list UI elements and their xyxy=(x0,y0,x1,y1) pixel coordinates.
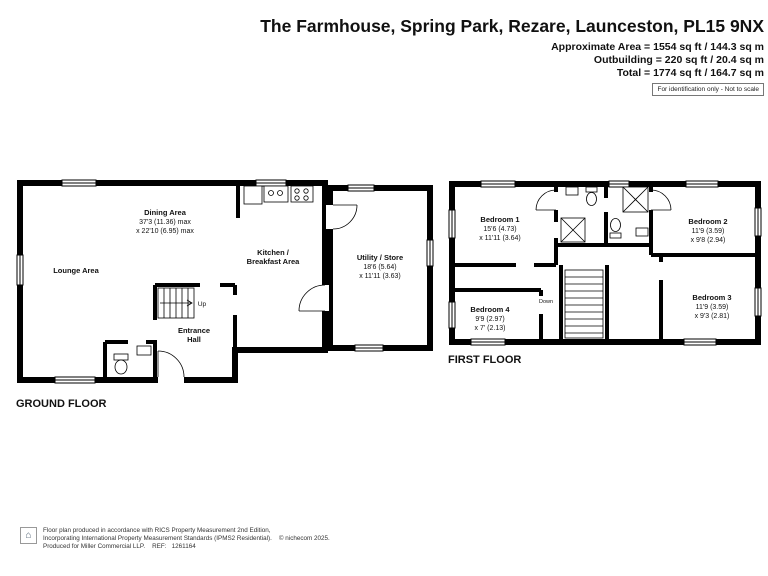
bedroom3-label: Bedroom 3 xyxy=(692,293,731,302)
first-floor-walls xyxy=(449,181,761,345)
stairs-down-label: Down xyxy=(539,299,553,305)
first-floor-labels: Bedroom 1 15'6 (4.73) x 11'11 (3.64) Bed… xyxy=(470,215,731,332)
door-swing-icon xyxy=(535,189,672,211)
footer-line1: Floor plan produced in accordance with R… xyxy=(43,527,271,534)
bedroom4-dims: x 7' (2.13) xyxy=(475,325,506,332)
identification-disclaimer: For identification only - Not to scale xyxy=(652,83,764,96)
utility-store-dims: x 11'11 (3.63) xyxy=(359,273,401,280)
outbuilding-area: Outbuilding = 220 sq ft / 20.4 sq m xyxy=(593,54,764,66)
entrance-hall-label: Entrance xyxy=(178,326,210,335)
ground-floor-title: GROUND FLOOR xyxy=(16,398,107,410)
bedroom1-dims: x 11'11 (3.64) xyxy=(479,235,521,242)
lounge-area-label: Lounge Area xyxy=(53,266,99,275)
door-swing-icon xyxy=(157,204,358,378)
door-icon xyxy=(516,192,664,314)
bedroom3-dims: x 9'3 (2.81) xyxy=(695,313,730,320)
total-area: Total = 1774 sq ft / 164.7 sq m xyxy=(616,67,764,79)
footer-line2: Incorporating International Property Mea… xyxy=(43,535,330,542)
hob-icon xyxy=(290,185,314,203)
ground-floor-labels: Dining Area 37'3 (11.36) max x 22'10 (6.… xyxy=(53,208,403,344)
sink-icon xyxy=(263,185,289,203)
footer-text: Floor plan produced in accordance with R… xyxy=(43,527,330,551)
door-icon xyxy=(128,205,334,384)
bedroom3-dims: 11'9 (3.59) xyxy=(696,304,729,311)
nichecom-logo-icon: ⌂ xyxy=(20,527,37,544)
dining-area-label: Dining Area xyxy=(144,208,187,217)
toilet-icon xyxy=(585,186,622,239)
ground-floor-plan: Dining Area 37'3 (11.36) max x 22'10 (6.… xyxy=(16,179,434,384)
basin-icon xyxy=(635,227,649,237)
bedroom2-label: Bedroom 2 xyxy=(688,217,727,226)
approximate-area: Approximate Area = 1554 sq ft / 144.3 sq… xyxy=(551,41,764,53)
ground-floor-openings xyxy=(16,179,434,384)
toilet-icon xyxy=(114,359,128,375)
basin-icon xyxy=(136,345,152,356)
utility-store-dims: 18'6 (5.64) xyxy=(363,264,396,271)
kitchen-label: Kitchen / xyxy=(257,248,290,257)
first-floor-openings xyxy=(448,180,762,346)
shower-icon xyxy=(560,186,649,243)
first-floor-stairs xyxy=(564,269,604,339)
entrance-hall-label: Hall xyxy=(187,335,201,344)
stairs-up-label: Up xyxy=(198,301,207,308)
ground-floor-stairs xyxy=(157,287,195,319)
kitchen-label: Breakfast Area xyxy=(247,257,300,266)
ground-floor-walls xyxy=(17,180,433,383)
bedroom4-dims: 9'9 (2.97) xyxy=(475,316,504,323)
first-floor-title: FIRST FLOOR xyxy=(448,354,522,366)
bedroom1-label: Bedroom 1 xyxy=(480,215,519,224)
first-floor-fixtures xyxy=(560,186,649,243)
bedroom2-dims: 11'9 (3.59) xyxy=(692,228,725,235)
window-icon xyxy=(448,180,762,346)
footer: ⌂ Floor plan produced in accordance with… xyxy=(20,527,330,551)
utility-store-label: Utility / Store xyxy=(357,253,403,262)
toilet-icon xyxy=(113,353,129,361)
footer-line3: Produced for Miller Commercial LLP. REF:… xyxy=(43,543,196,550)
appliance-icon xyxy=(243,185,263,205)
basin-icon xyxy=(565,186,579,196)
area-summary: Approximate Area = 1554 sq ft / 144.3 sq… xyxy=(551,41,764,80)
bedroom2-dims: x 9'8 (2.94) xyxy=(691,237,726,244)
ground-floor-fixtures xyxy=(113,185,314,375)
window-icon xyxy=(16,179,434,384)
bedroom4-label: Bedroom 4 xyxy=(470,305,510,314)
dining-area-dims: 37'3 (11.36) max xyxy=(139,219,191,226)
dining-area-dims: x 22'10 (6.95) max xyxy=(136,228,194,235)
bedroom1-dims: 15'6 (4.73) xyxy=(483,226,516,233)
page-title: The Farmhouse, Spring Park, Rezare, Laun… xyxy=(260,16,764,36)
first-floor-plan: Bedroom 1 15'6 (4.73) x 11'11 (3.64) Bed… xyxy=(448,180,762,346)
